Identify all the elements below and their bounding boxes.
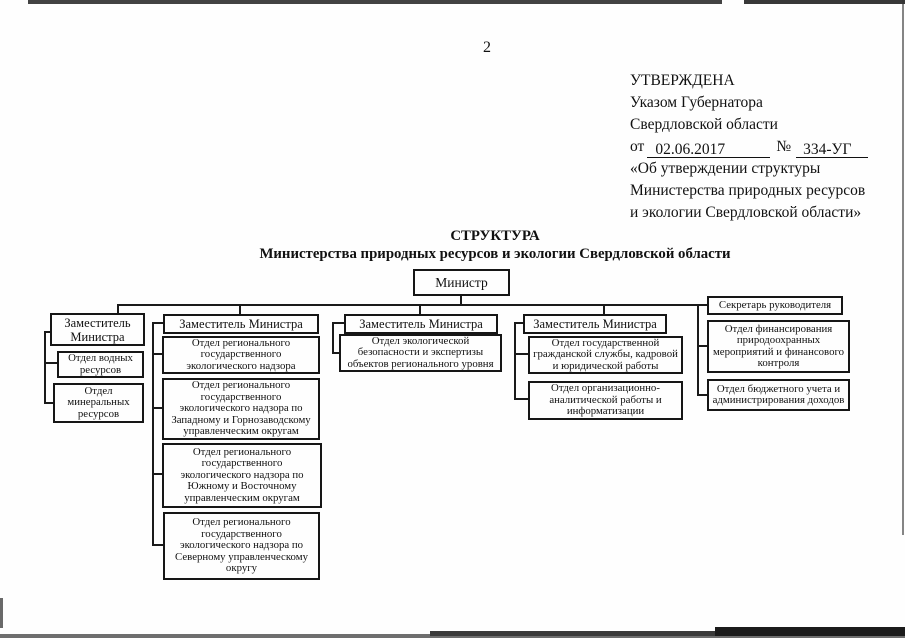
- scan-artifact-top: [28, 0, 722, 4]
- title-line-2: Министерства природных ресурсов и эколог…: [259, 246, 731, 262]
- approval-line-1: УТВЕРЖДЕНА: [630, 72, 735, 89]
- connector-stub-nadzor-north: [152, 544, 165, 546]
- connector-stub-deputy1: [44, 331, 53, 333]
- connector-bracket-col1: [44, 331, 46, 404]
- scan-artifact-right-edge: [902, 0, 904, 535]
- doc-number-value: 334-УГ: [803, 141, 852, 158]
- org-box-mineral-resources: Отдел минеральных ресурсов: [53, 383, 144, 423]
- scan-artifact-bottom: [0, 634, 905, 638]
- org-box-secretary: Секретарь руководителя: [707, 296, 843, 315]
- connector-stub-org-analytics: [514, 398, 530, 400]
- number-sign: №: [776, 138, 792, 155]
- connector-stub-nadzor-south: [152, 473, 164, 475]
- connector-drop-col2: [239, 304, 241, 316]
- approval-line-7: и экологии Свердловской области»: [630, 204, 862, 221]
- approval-block: УТВЕРЖДЕНА Указом Губернатора Свердловск…: [630, 70, 905, 224]
- connector-stub-budget: [697, 394, 709, 396]
- approval-line-3: Свердловской области: [630, 116, 778, 133]
- connector-stub-deputy4: [514, 322, 525, 324]
- org-box-eco-safety: Отдел экологической безопасности и экспе…: [339, 334, 502, 372]
- connector-bracket-col4: [514, 322, 516, 400]
- title-line-1: СТРУКТУРА: [450, 228, 540, 244]
- document-title: СТРУКТУРА Министерства природных ресурсо…: [85, 227, 905, 263]
- connector-spine-col5: [697, 304, 699, 396]
- approval-line-2: Указом Губернатора: [630, 94, 763, 111]
- date-field: 02.06.2017: [647, 139, 771, 158]
- org-box-eco-nadzor: Отдел регионального государственного эко…: [162, 336, 320, 374]
- org-box-eco-nadzor-north: Отдел регионального государственного эко…: [163, 512, 320, 580]
- connector-drop-col3: [419, 304, 421, 316]
- org-box-minister: Министр: [413, 269, 510, 296]
- connector-drop-col4: [603, 304, 605, 316]
- org-box-deputy-2: Заместитель Министра: [163, 314, 319, 334]
- org-box-water-resources: Отдел водных ресурсов: [57, 351, 144, 378]
- connector-stub-nadzor-west: [152, 407, 164, 409]
- approval-date-line: от 02.06.2017 № 334-УГ: [630, 136, 905, 158]
- connector-stub-mineral: [44, 402, 56, 404]
- connector-stub-deputy2: [152, 322, 165, 324]
- scan-artifact-left-edge: [0, 598, 3, 628]
- org-box-eco-nadzor-west: Отдел регионального государственного эко…: [162, 378, 320, 440]
- date-prefix: от: [630, 138, 645, 155]
- connector-bracket-col2: [152, 322, 154, 546]
- org-box-finance: Отдел финансирования природоохранных мер…: [707, 320, 850, 373]
- connector-stub-eco-safety: [332, 352, 341, 354]
- scan-artifact-bottom: [430, 631, 720, 636]
- connector-bus: [118, 304, 709, 306]
- connector-stub-finance: [697, 345, 709, 347]
- scan-artifact-top: [744, 0, 905, 4]
- org-box-civil-service: Отдел государственной гражданской службы…: [528, 336, 683, 374]
- org-box-deputy-3: Заместитель Министра: [344, 314, 498, 334]
- connector-stub-nadzor: [152, 353, 164, 355]
- page-number: 2: [483, 39, 491, 56]
- org-box-deputy-4: Заместитель Министра: [523, 314, 667, 334]
- connector-stub-civil-service: [514, 353, 530, 355]
- connector-stub-deputy3: [332, 322, 346, 324]
- approval-line-5: «Об утверждении структуры: [630, 160, 821, 177]
- connector-bracket-col3: [332, 322, 334, 354]
- connector-stub-water: [44, 362, 59, 364]
- org-box-deputy-1: Заместитель Министра: [50, 313, 145, 346]
- org-box-budget: Отдел бюджетного учета и администрирован…: [707, 379, 850, 411]
- org-box-eco-nadzor-south: Отдел регионального государственного эко…: [162, 443, 322, 508]
- scan-artifact-bottom: [715, 627, 905, 636]
- connector-drop-col1: [117, 304, 119, 315]
- date-value: 02.06.2017: [655, 141, 726, 158]
- doc-number-field: 334-УГ: [796, 139, 869, 158]
- org-box-org-analytics: Отдел организационно-аналитической работ…: [528, 381, 683, 420]
- connector-minister-drop: [460, 295, 462, 306]
- approval-line-6: Министерства природных ресурсов: [630, 182, 866, 199]
